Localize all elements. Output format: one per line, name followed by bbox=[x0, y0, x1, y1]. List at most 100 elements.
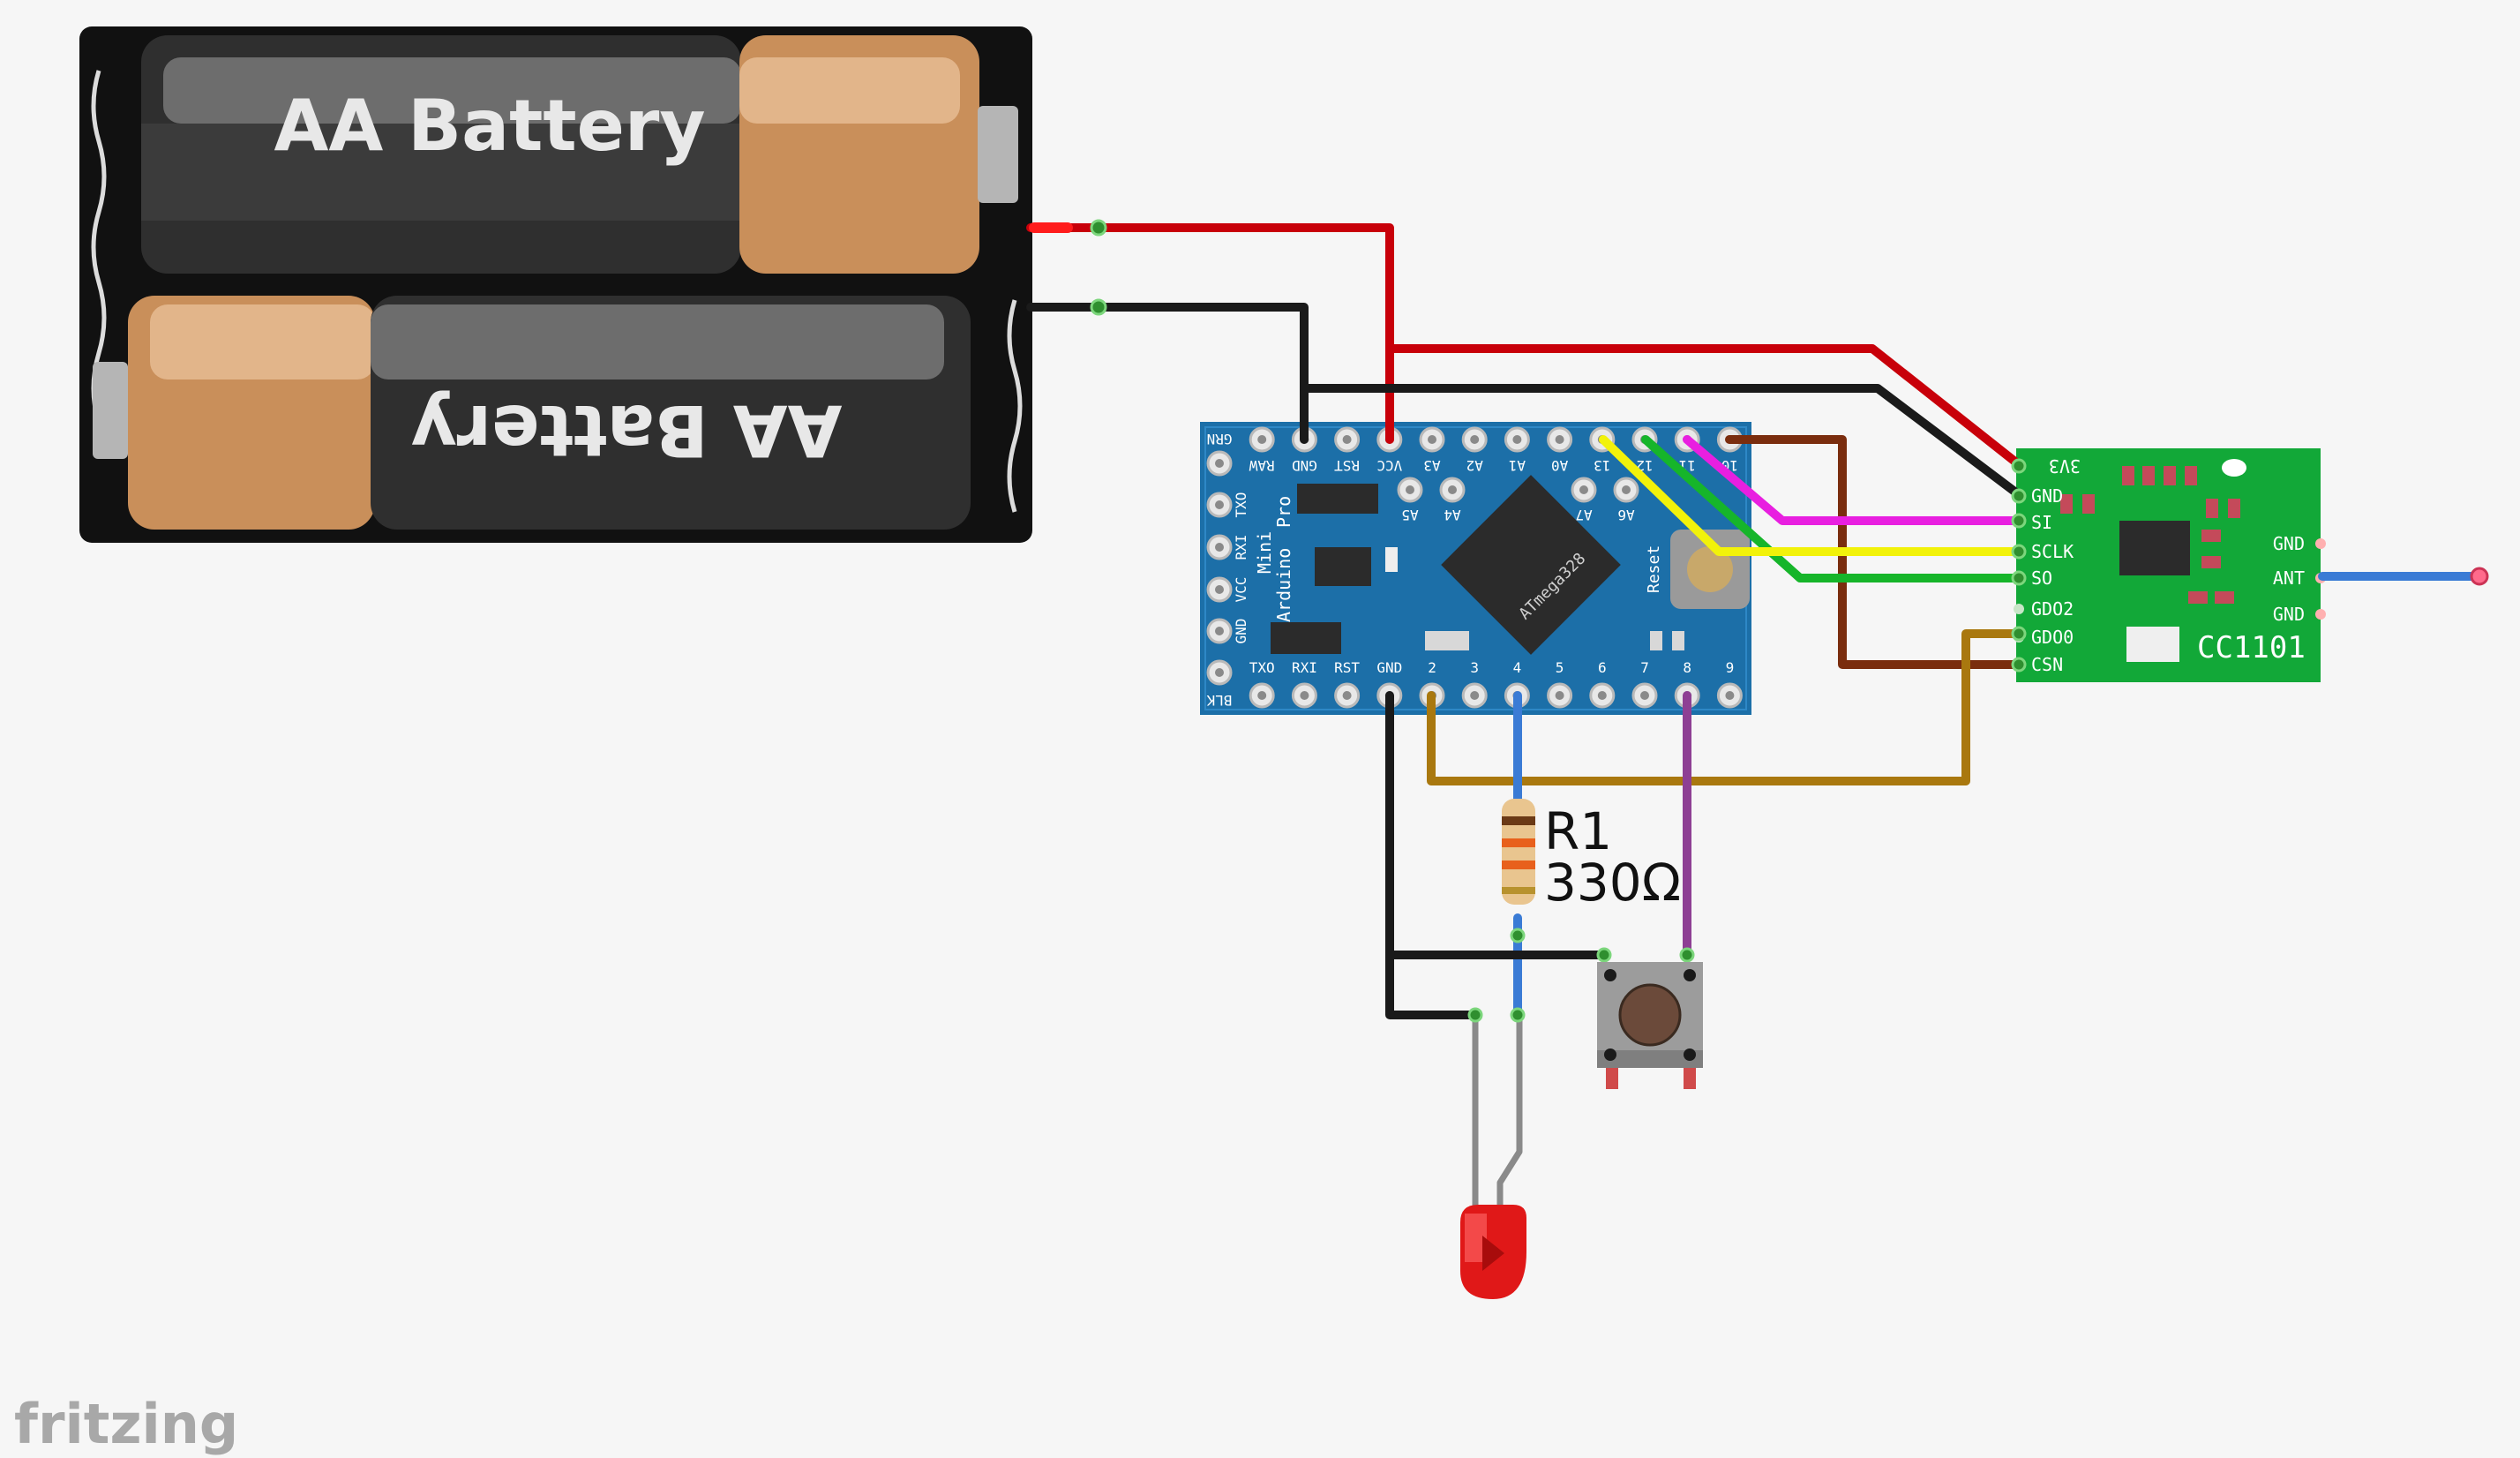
wires bbox=[1026, 222, 2489, 1217]
arduino-side-header: GND VCC RXI TXO bbox=[1206, 450, 1249, 686]
pin-label-txo: TXO bbox=[1249, 659, 1275, 676]
pin-label-13: 13 bbox=[1594, 457, 1610, 474]
cc-pin-label-sclk: SCLK bbox=[2031, 541, 2074, 562]
pin-hole bbox=[1555, 691, 1564, 700]
pin-label-8: 8 bbox=[1683, 659, 1691, 676]
arduino-inner-pins: A5 A4 A7 A6 bbox=[1397, 477, 1639, 523]
cc-pin-right-label-gnd: GND bbox=[2273, 604, 2305, 625]
pin-label-side-rxi: RXI bbox=[1233, 535, 1249, 560]
pin-hole bbox=[1470, 435, 1480, 444]
cc-pin-gdo2[interactable] bbox=[2014, 604, 2024, 614]
pin-hole bbox=[1470, 691, 1480, 700]
pin-hole bbox=[1406, 485, 1414, 494]
cc-pin-right-label-ant: ANT bbox=[2273, 567, 2305, 589]
resistor-ref: R1 bbox=[1544, 801, 1612, 861]
pin-hole bbox=[1342, 691, 1352, 700]
cc-pin-label-3v3: 3V3 bbox=[2049, 455, 2081, 477]
wire-pin11-to-si[interactable] bbox=[1683, 435, 2025, 525]
cc1101-right-header: GND ANT GND bbox=[2273, 533, 2326, 625]
fritzing-logo: fritzing bbox=[14, 1392, 238, 1456]
resistor-value: 330Ω bbox=[1544, 853, 1681, 913]
pin-hole bbox=[1622, 485, 1631, 494]
pin-label-a1: A1 bbox=[1509, 457, 1526, 474]
wire-gnd-to-led-button[interactable] bbox=[1385, 691, 1478, 1019]
pin-label-a6: A6 bbox=[1617, 507, 1634, 523]
wire-vcc-to-3v3[interactable] bbox=[1385, 344, 2025, 470]
pin-label-5: 5 bbox=[1556, 659, 1564, 676]
red-led bbox=[1460, 1205, 1526, 1299]
resistor-r1: R1 330Ω bbox=[1502, 799, 1681, 913]
pin-label-3: 3 bbox=[1470, 659, 1479, 676]
wire-battery-positive[interactable] bbox=[1026, 223, 1394, 444]
pin-hole bbox=[1725, 691, 1735, 700]
pin-hole bbox=[1555, 435, 1564, 444]
cc-pin-label-so: SO bbox=[2031, 567, 2052, 589]
pin-hole bbox=[1448, 485, 1457, 494]
pin-label-a7: A7 bbox=[1575, 507, 1592, 523]
pin-label-a0: A0 bbox=[1551, 457, 1568, 474]
wire-battery-negative[interactable] bbox=[1026, 303, 1309, 444]
pin-hole bbox=[1512, 435, 1522, 444]
pin-label-4: 4 bbox=[1513, 659, 1522, 676]
pin-hole bbox=[1215, 543, 1224, 552]
cc-pin-label-gdo2: GDO2 bbox=[2031, 598, 2074, 620]
wire-pin13-to-sclk[interactable] bbox=[1599, 435, 2025, 556]
wire-pin12-to-so[interactable] bbox=[1641, 435, 2025, 582]
pin-label-2: 2 bbox=[1428, 659, 1436, 676]
cc-pin-label-csn: CSN bbox=[2031, 654, 2063, 675]
cc-pin-label-si: SI bbox=[2031, 512, 2052, 533]
pin-label-raw: RAW bbox=[1249, 457, 1274, 474]
wire-endpoints bbox=[1090, 219, 2027, 1023]
pin-label-rst: RST bbox=[1334, 659, 1360, 676]
battery-holder: AA Battery AA Battery bbox=[79, 26, 1032, 543]
pin-hole bbox=[1300, 691, 1309, 700]
pin-hole bbox=[1257, 435, 1267, 444]
pin-label-a4: A4 bbox=[1444, 507, 1460, 523]
pin-hole bbox=[1215, 627, 1224, 635]
pin-label-rxi: RXI bbox=[1292, 659, 1317, 676]
pin-hole bbox=[1215, 585, 1224, 594]
pin-label-grn: GRN bbox=[1207, 431, 1233, 447]
pin-label-vcc: VCC bbox=[1376, 457, 1402, 474]
cc1101-name: CC1101 bbox=[2197, 630, 2306, 665]
cc-pin-label-gdo0: GDO0 bbox=[2031, 627, 2074, 648]
wire-gnd-to-gnd[interactable] bbox=[1300, 384, 2025, 500]
pin-label-7: 7 bbox=[1640, 659, 1649, 676]
pin-hole bbox=[1215, 459, 1224, 468]
pin-label-gnd: GND bbox=[1292, 457, 1317, 474]
battery-top-label: AA Battery bbox=[274, 85, 706, 167]
cc-pin-label-gnd: GND bbox=[2031, 485, 2063, 507]
pin-label-side-txo: TXO bbox=[1233, 492, 1249, 518]
pin-label-a5: A5 bbox=[1401, 507, 1418, 523]
pin-label-side-gnd: GND bbox=[1233, 619, 1249, 644]
battery-bottom-label: AA Battery bbox=[411, 389, 843, 471]
pin-label-rst: RST bbox=[1334, 457, 1360, 474]
pin-hole bbox=[1640, 691, 1649, 700]
cc-pin-right-gnd[interactable] bbox=[2315, 538, 2326, 549]
push-button[interactable] bbox=[1597, 962, 1703, 1089]
cc-pin-right-gnd[interactable] bbox=[2315, 609, 2326, 620]
battery-cell-top: AA Battery bbox=[141, 35, 1018, 274]
pin-hole bbox=[1215, 668, 1224, 677]
led-leg-anode bbox=[1496, 1011, 1523, 1217]
pin-label-9: 9 bbox=[1726, 659, 1735, 676]
pin-hole bbox=[1257, 691, 1267, 700]
pin-label-side-vcc: VCC bbox=[1233, 577, 1249, 603]
cc-pin-right-label-gnd: GND bbox=[2273, 533, 2305, 554]
wire-pin2-to-gdo0[interactable] bbox=[1427, 629, 2025, 785]
board-name-line2: Mini bbox=[1254, 531, 1275, 574]
pin-label-a3: A3 bbox=[1423, 457, 1440, 474]
pin-hole bbox=[1597, 691, 1607, 700]
pin-hole bbox=[1579, 485, 1588, 494]
board-name: Arduino bbox=[1273, 548, 1294, 622]
pin-label-6: 6 bbox=[1598, 659, 1607, 676]
pin-label-a2: A2 bbox=[1466, 457, 1483, 474]
pin-hole bbox=[1428, 435, 1436, 444]
pin-hole bbox=[1215, 500, 1224, 509]
pin-hole bbox=[1342, 435, 1352, 444]
pin-label-blk: BLK bbox=[1206, 692, 1232, 709]
reset-label: Reset bbox=[1645, 545, 1663, 593]
